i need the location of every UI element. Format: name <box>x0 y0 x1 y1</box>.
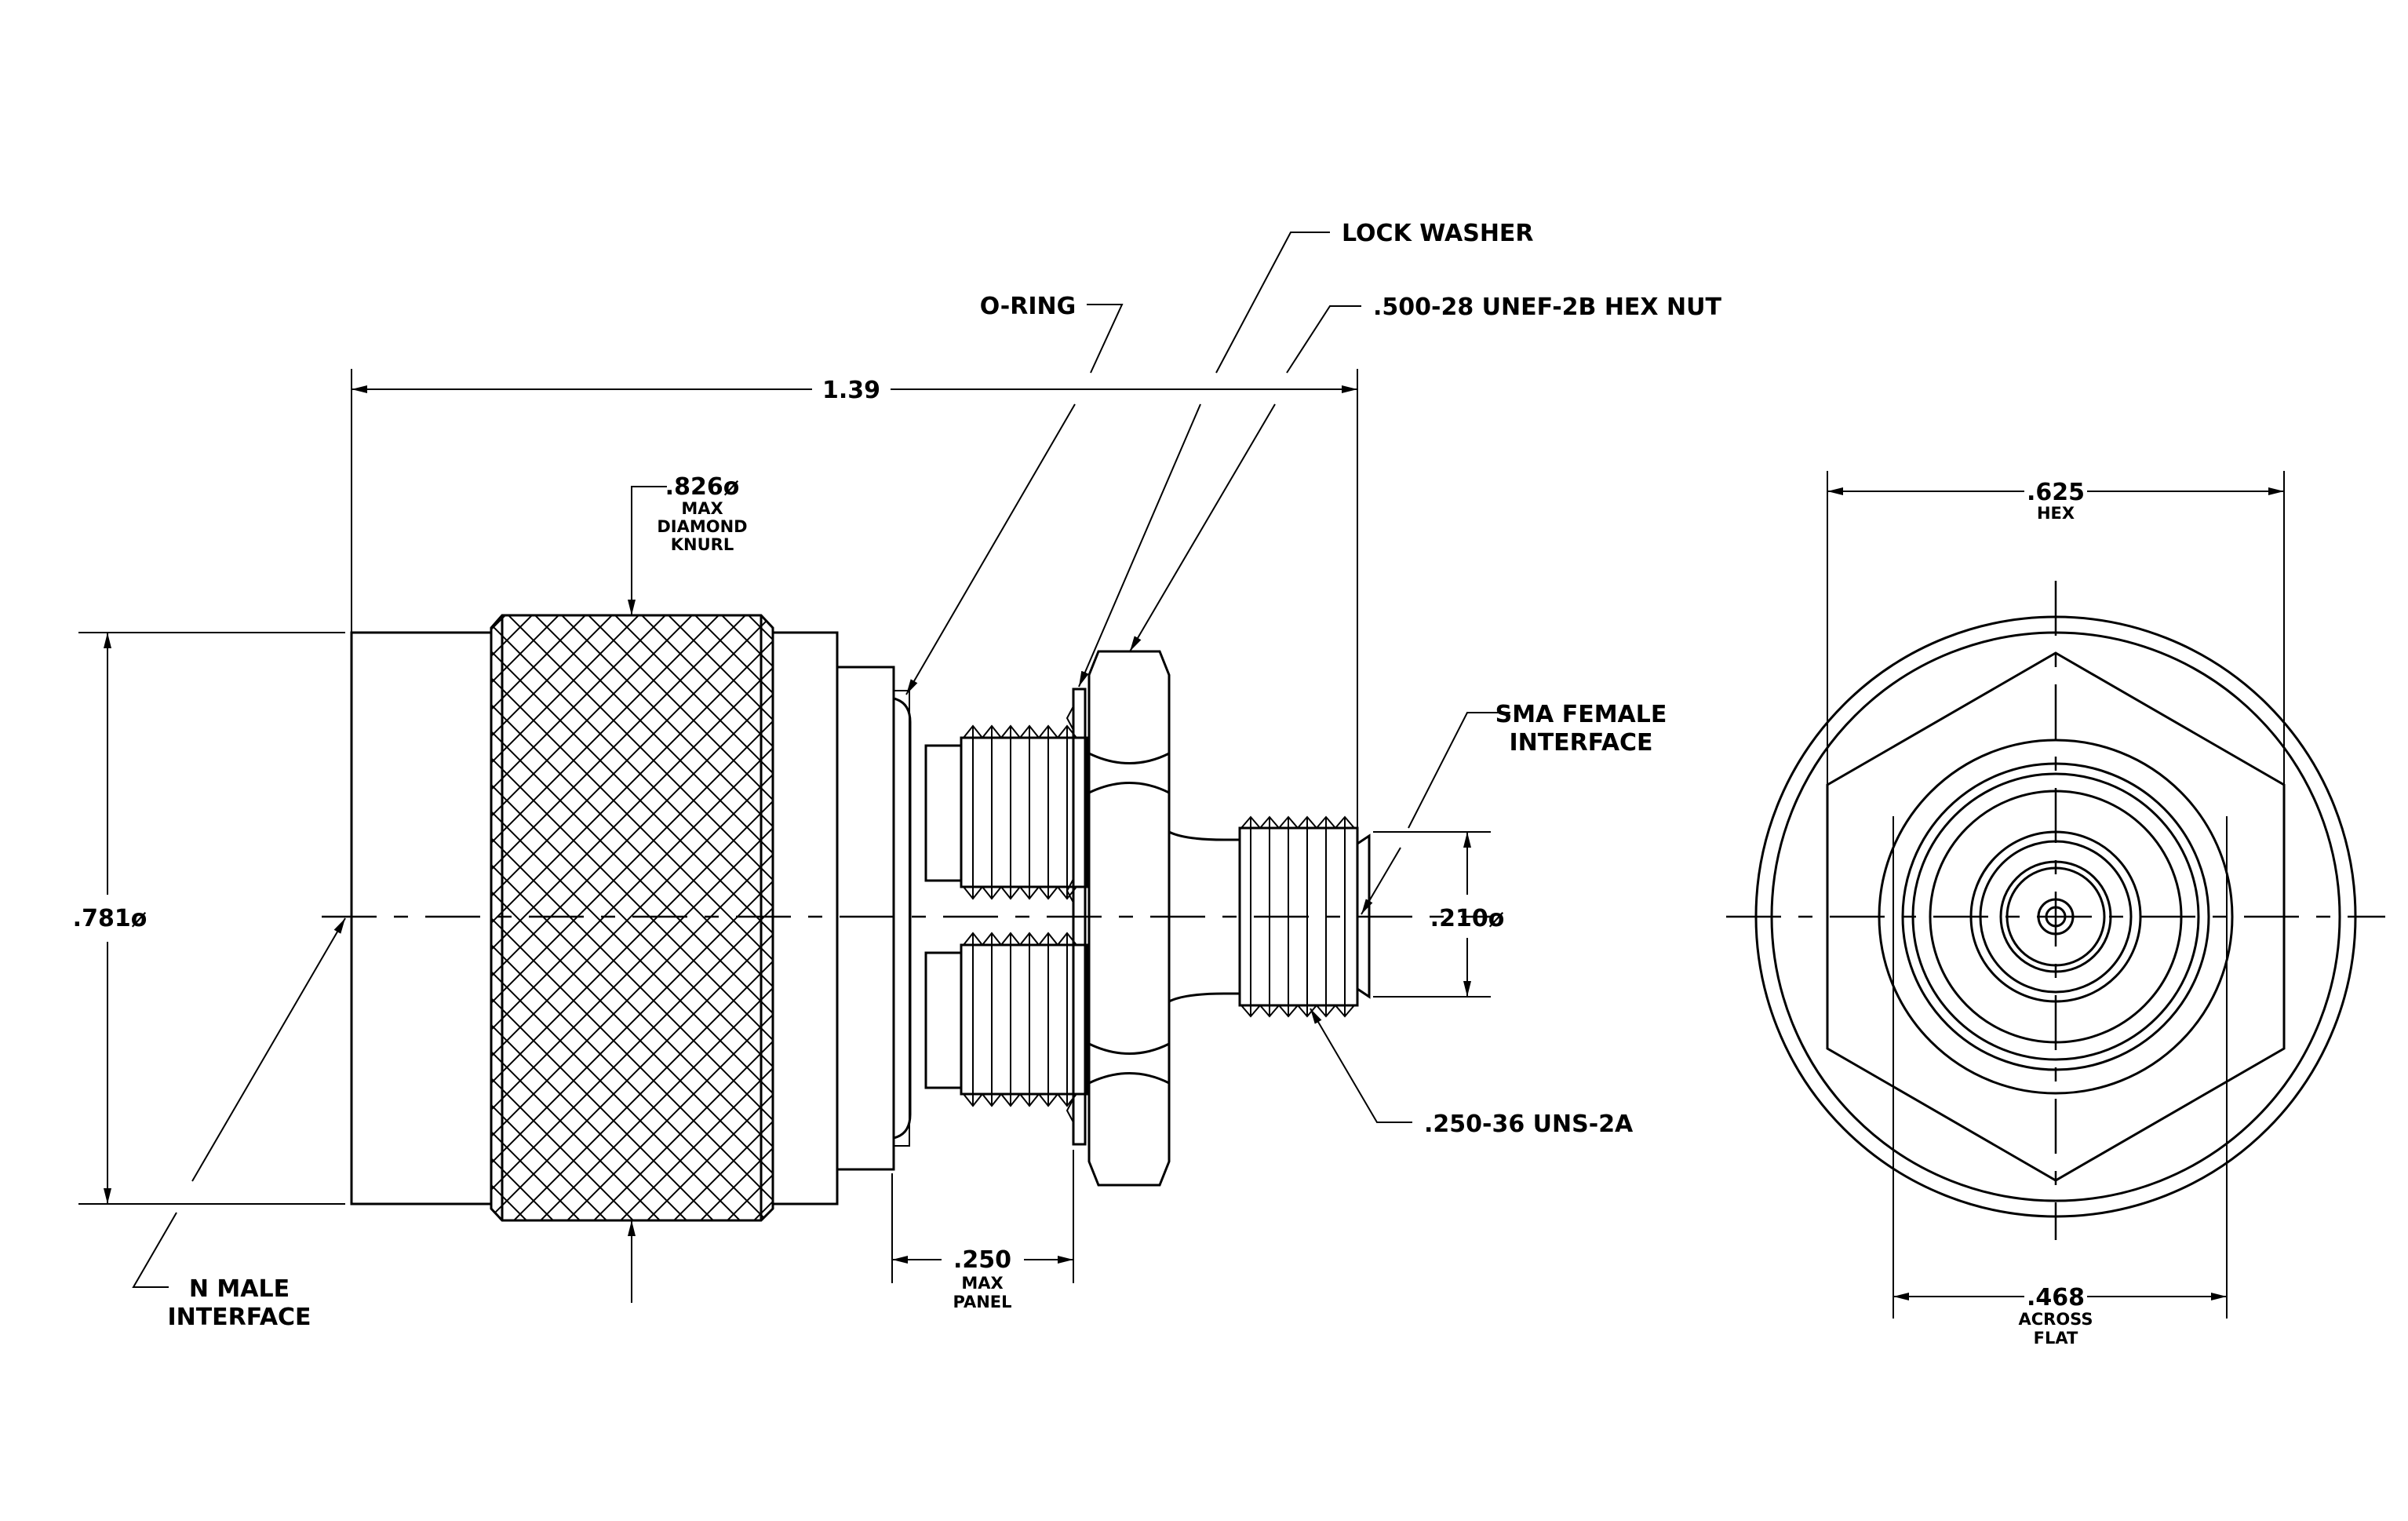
lock-washer-leader-top <box>1215 232 1330 374</box>
sma-thread <box>1238 815 1359 1018</box>
panel-note: MAX <box>961 1274 1003 1293</box>
contact-outer <box>2037 898 2075 936</box>
panel-note: PANEL <box>953 1293 1011 1311</box>
knurl-body <box>490 614 774 1222</box>
outer-circle <box>1754 615 2357 1218</box>
contact-inner <box>2045 906 2067 928</box>
sma-outer <box>1969 830 2142 1003</box>
o-ring-groove <box>893 690 910 1147</box>
hex-nut-leader-top <box>1286 305 1361 374</box>
sma-face <box>1357 833 1371 999</box>
o-ring-shape <box>893 697 912 1140</box>
knurl-dim: .826ø <box>665 473 740 501</box>
outer-circle-inner <box>1770 631 2341 1202</box>
thread-circle-inner <box>1911 772 2200 1061</box>
knurl-note: DIAMOND <box>657 517 747 536</box>
panel-thread-upper <box>924 724 1088 900</box>
knurl-leader <box>628 486 667 615</box>
body-diameter-dim: .781ø <box>73 905 148 932</box>
sma-leader-top <box>1408 712 1510 829</box>
lock-washer-label: LOCK WASHER <box>1342 220 1534 247</box>
flange <box>836 666 895 1171</box>
hex-nut-label: .500-28 UNEF-2B HEX NUT <box>1373 294 1721 321</box>
o-ring-label: O-RING <box>980 293 1076 320</box>
flat-note: ACROSS <box>2019 1310 2093 1329</box>
lock-washer-leader <box>1078 403 1201 688</box>
panel-thread-lower <box>924 932 1088 1107</box>
sma-thread-label: .250-36 UNS-2A <box>1424 1111 1634 1138</box>
sma-outer-inner <box>1979 840 2133 994</box>
knurl-note: KNURL <box>671 535 734 554</box>
body-circle <box>1929 790 2183 1044</box>
n-male-label: INTERFACE <box>167 1304 311 1331</box>
n-male-leader <box>191 917 346 1182</box>
hex-nut-leader <box>1129 403 1276 652</box>
n-male-body <box>350 631 493 1205</box>
o-ring-leader <box>905 403 1076 695</box>
side-view: 1.39 .781ø .826ø MAX DIAMOND KNURL O-RIN… <box>73 220 1722 1331</box>
sma-thread-leader <box>1310 1008 1412 1123</box>
n-male-label: N MALE <box>189 1275 290 1303</box>
thread-circle <box>1901 762 2210 1071</box>
hex-nut <box>1087 650 1171 1187</box>
overall-length-dim: 1.39 <box>822 377 880 404</box>
lock-washer <box>1066 688 1087 1146</box>
sma-leader <box>1361 847 1401 915</box>
panel-dim: .250 <box>953 1246 1011 1274</box>
dielectric <box>1999 860 2112 973</box>
knurl-note: MAX <box>681 499 723 518</box>
sma-diameter-dim: .210ø <box>1430 905 1505 932</box>
body-shoulder <box>771 631 839 1205</box>
sma-label: SMA FEMALE <box>1495 701 1667 728</box>
hex-note: HEX <box>2037 504 2075 523</box>
dielectric-inner <box>2005 866 2106 967</box>
hex-dim: .625 <box>2027 479 2085 506</box>
o-ring-leader-top <box>1087 304 1124 374</box>
n-male-leader-bottom <box>132 1212 177 1288</box>
sma-label: INTERFACE <box>1509 729 1652 757</box>
end-view: .625 HEX .468 ACROSS FLAT <box>1726 471 2385 1348</box>
flat-dim: .468 <box>2027 1284 2085 1311</box>
flat-note: FLAT <box>2034 1329 2078 1348</box>
washer-circle <box>1878 739 2234 1095</box>
